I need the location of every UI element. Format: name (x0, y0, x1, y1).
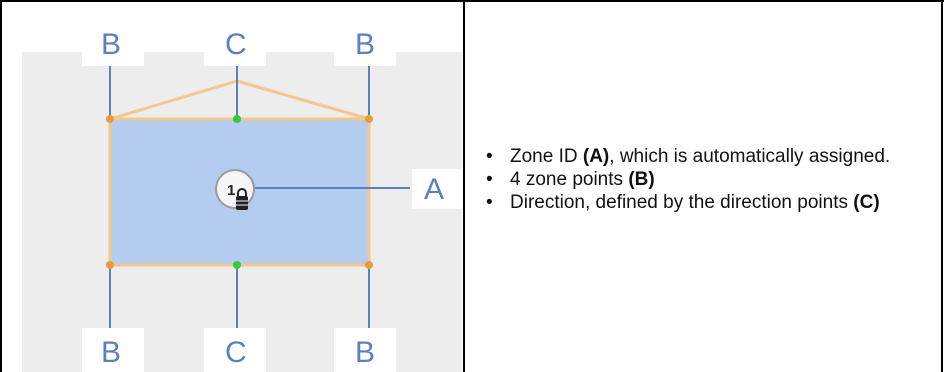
table-border-left (0, 0, 2, 372)
zone-point-top-left (106, 115, 114, 123)
zone-point-bottom-left (106, 261, 114, 269)
label-b-top-right: B (355, 28, 375, 61)
feature-item-direction: • Direction, defined by the direction po… (480, 191, 920, 214)
direction-line-left (109, 79, 238, 121)
label-c-bottom: C (225, 336, 247, 369)
table-border-right (941, 0, 943, 372)
label-b-bottom-right: B (355, 336, 375, 369)
label-c-top: C (225, 28, 247, 61)
zone-diagram-svg: 1 B C B B C B A (22, 24, 462, 372)
feature-list: • Zone ID (A), which is automatically as… (480, 145, 920, 214)
zone-id-number: 1 (227, 182, 235, 199)
label-box-bottom-left (82, 328, 144, 372)
label-b-top-left: B (101, 28, 121, 61)
label-box-top-center (204, 24, 266, 66)
table-border-top (0, 0, 944, 2)
label-box-right (412, 169, 462, 209)
feature-callout: (A) (582, 146, 610, 167)
direction-line-right (236, 79, 370, 121)
feature-text: , which is automatically assigned. (609, 146, 891, 167)
label-a: A (424, 173, 444, 206)
zone-point-bottom-right (365, 261, 373, 269)
feature-callout: (B) (628, 169, 655, 190)
feature-item-zone-points: • 4 zone points (B) (480, 168, 920, 191)
feature-text: 4 zone points (510, 169, 629, 190)
bullet: • (486, 192, 493, 213)
direction-point-top (233, 115, 241, 123)
label-box-bottom-right (334, 328, 396, 372)
feature-callout: (C) (853, 192, 880, 213)
table-border-middle (463, 0, 465, 372)
feature-description-cell: • Zone ID (A), which is automatically as… (480, 145, 920, 214)
zone-diagram: 1 B C B B C B A (22, 24, 462, 372)
feature-text: Direction, defined by the direction poin… (510, 192, 854, 213)
label-box-top-right (334, 24, 396, 66)
feature-text: Zone ID (510, 146, 583, 167)
feature-item-zone-id: • Zone ID (A), which is automatically as… (480, 145, 920, 168)
label-box-top-left (82, 24, 144, 66)
label-box-bottom-center (204, 328, 266, 372)
direction-point-bottom (233, 261, 241, 269)
bullet: • (486, 146, 493, 167)
zone-point-top-right (365, 115, 373, 123)
label-b-bottom-left: B (101, 336, 121, 369)
lock-icon (236, 188, 248, 210)
bullet: • (486, 169, 493, 190)
